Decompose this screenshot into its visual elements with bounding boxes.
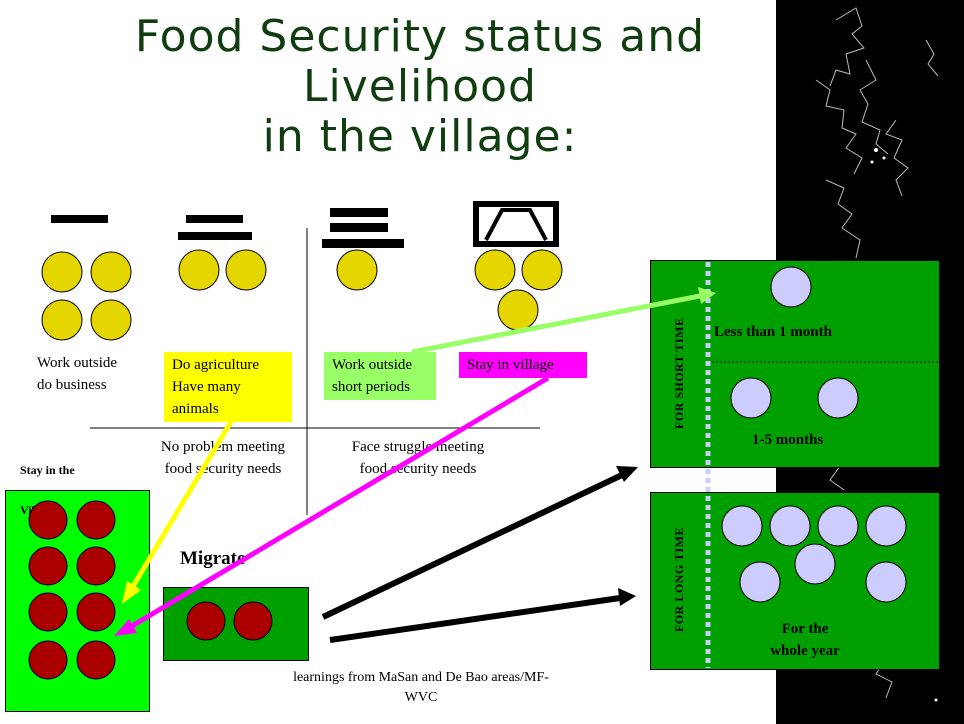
col2-line-1: Do agriculture [172, 357, 260, 373]
long-panel-label: For the whole year [730, 618, 880, 662]
title-line-2: Livelihood [303, 61, 537, 112]
gold-circles [41, 249, 563, 341]
migrate-label: Migrate [180, 548, 246, 569]
col2-yellow-box: Do agriculture Have many animals [164, 352, 292, 422]
col1-line-2: do business [37, 377, 107, 393]
black-arrow-line-1 [321, 472, 624, 620]
right-caption-line-1: Face struggle meeting [351, 439, 485, 455]
black-arrow-gap [503, 510, 522, 526]
black-arrow-head-1 [616, 466, 638, 482]
col3-line-2: short periods [332, 379, 410, 395]
col4-line-1: Stay in village [467, 357, 554, 373]
page-title: Food Security status and Livelihood in t… [60, 12, 780, 162]
red-circles-village [28, 500, 116, 680]
title-line-1: Food Security status and [134, 11, 706, 62]
magenta-arrow-line [130, 375, 550, 629]
left-caption-line-2: food security needs [164, 461, 282, 477]
magenta-arrow-head [114, 619, 137, 636]
left-caption: No problem meeting food security needs [138, 436, 308, 480]
col2-line-3: animals [172, 401, 219, 417]
lavender-circles-long [721, 505, 907, 603]
col2-line-2: Have many [172, 379, 241, 395]
short-row2-label: 1-5 months [752, 432, 824, 448]
lightgreen-arrow-line [411, 293, 701, 355]
short-row1-label: Less than 1 month [714, 324, 832, 340]
top-diagram [41, 201, 563, 515]
right-caption: Face struggle meeting food security need… [318, 436, 518, 480]
col3-line-1: Work outside [332, 357, 413, 373]
lavender-circles-short [730, 266, 859, 419]
wealth-bars-icon-2 [178, 215, 252, 240]
wealth-bars-icon-3 [322, 208, 404, 248]
col1-line-1: Work outside [37, 355, 118, 371]
yellow-arrow-head [122, 581, 141, 604]
yellow-arrow-line [129, 418, 235, 590]
black-arrow-head-2 [618, 588, 636, 606]
footer-line-1: learnings from MaSan and De Bao areas/MF… [293, 670, 549, 685]
long-panel-line-1: For the [781, 621, 829, 637]
red-circles-migrate [186, 601, 273, 641]
lightgreen-arrow-head [698, 287, 716, 304]
black-arrow-line-2 [329, 595, 621, 643]
col1-label: Work outside do business [37, 352, 117, 396]
wealth-bar-icon-1 [51, 215, 108, 223]
col4-magenta-box: Stay in village [459, 352, 587, 378]
col3-green-box: Work outside short periods [324, 352, 436, 400]
house-frame-icon [473, 201, 559, 247]
left-caption-line-1: No problem meeting [160, 439, 286, 455]
footer-line-2: WVC [404, 690, 438, 705]
footer-source: learnings from MaSan and De Bao areas/MF… [236, 668, 606, 708]
long-panel-line-2: whole year [770, 643, 840, 659]
title-line-3: in the village: [262, 111, 578, 162]
stay-village-line-1: Stay in the [20, 463, 75, 477]
